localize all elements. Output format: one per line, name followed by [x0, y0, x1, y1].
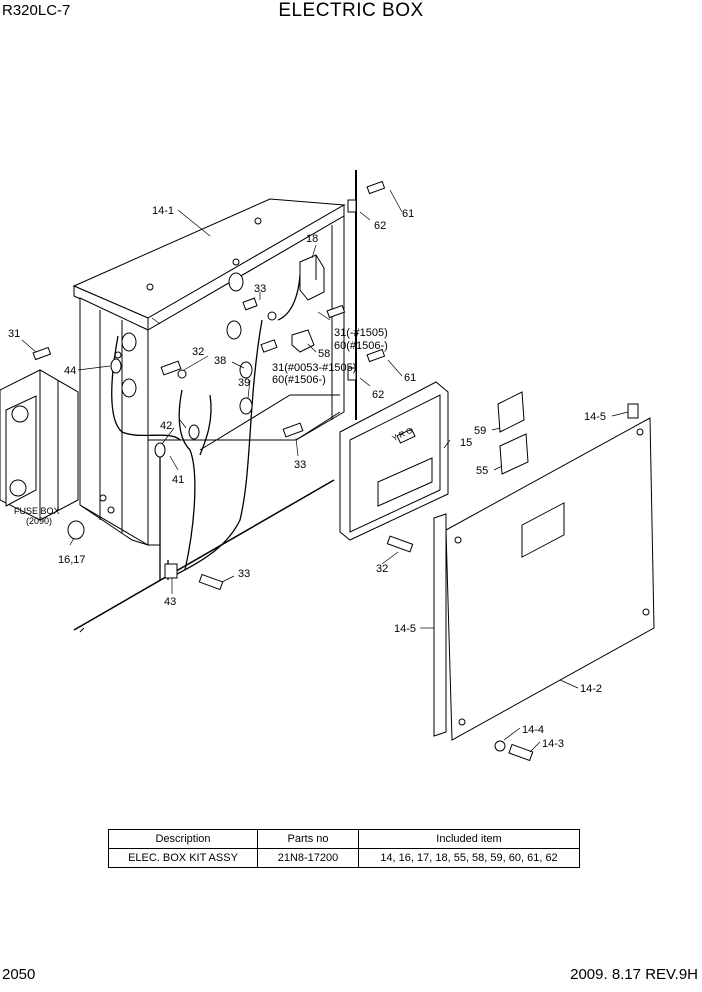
callout-60-range-2: 60(#1506-): [272, 374, 326, 386]
callout-60-range: 60(#1506-): [334, 340, 388, 352]
fasteners: [32, 180, 386, 591]
cover-panel: [433, 391, 655, 762]
callout-62-lower: 62: [372, 389, 384, 401]
callout-32-lower: 32: [376, 563, 388, 575]
box-frame: [72, 170, 357, 546]
callout-18: 18: [306, 233, 318, 245]
callout-31: 31: [8, 328, 20, 340]
page-number: 2050: [2, 966, 36, 983]
callout-61: 61: [402, 208, 414, 220]
base-rails: [73, 479, 335, 633]
callout-42: 42: [160, 420, 172, 432]
callout-16-17: 16,17: [58, 554, 86, 566]
table-header: Description: [108, 829, 258, 849]
callout-fuse-box: FUSE BOX: [14, 506, 60, 516]
callout-32: 32: [192, 346, 204, 358]
callout-31-range: 31(-#1505): [334, 327, 388, 339]
callout-44: 44: [64, 365, 76, 377]
callout-62: 62: [374, 220, 386, 232]
leader-lines: [21, 189, 629, 753]
table-cell: 14, 16, 17, 18, 55, 58, 59, 60, 61, 62: [358, 848, 580, 868]
callout-38: 38: [214, 355, 226, 367]
fuse-box: [0, 369, 85, 540]
table-row: ELEC. BOX KIT ASSY 21N8-17200 14, 16, 17…: [108, 848, 580, 868]
callout-31-range-2: 31(#0053-#1505): [272, 362, 356, 374]
callout-43: 43: [164, 596, 176, 608]
callout-labels: 14-1 18 61 62 33 31(-#1505) 60(#1506-) 5…: [8, 205, 606, 750]
callout-14-4: 14-4: [522, 724, 544, 736]
callout-41: 41: [172, 474, 184, 486]
callout-61-lower: 61: [404, 372, 416, 384]
callout-15: 15: [460, 437, 472, 449]
callout-58: 58: [318, 348, 330, 360]
controller-unit: [339, 381, 449, 553]
parts-table: Description Parts no Included item ELEC.…: [108, 829, 580, 868]
callout-14-3: 14-3: [542, 738, 564, 750]
callout-14-2: 14-2: [580, 683, 602, 695]
callout-55: 55: [476, 465, 488, 477]
revision-date: 2009. 8.17 REV.9H: [570, 966, 698, 983]
table-header: Parts no: [257, 829, 359, 849]
callout-33: 33: [254, 283, 266, 295]
callout-14-5-lower: 14-5: [394, 623, 416, 635]
callout-33-right: 33: [294, 459, 306, 471]
table-cell: ELEC. BOX KIT ASSY: [108, 848, 258, 868]
table-header: Included item: [358, 829, 580, 849]
callout-59: 59: [474, 425, 486, 437]
callout-33-lower: 33: [238, 568, 250, 580]
model-number: R320LC-7: [2, 2, 71, 19]
page-title: ELECTRIC BOX: [278, 0, 424, 21]
callout-fuse-box-ref: (2090): [26, 516, 52, 526]
table-cell: 21N8-17200: [257, 848, 359, 868]
relay-18: [291, 254, 325, 353]
table-header-row: Description Parts no Included item: [108, 829, 580, 849]
callout-14-1: 14-1: [152, 205, 174, 217]
callout-14-5: 14-5: [584, 411, 606, 423]
wire-harness: [111, 274, 301, 580]
callout-39: 39: [238, 377, 250, 389]
